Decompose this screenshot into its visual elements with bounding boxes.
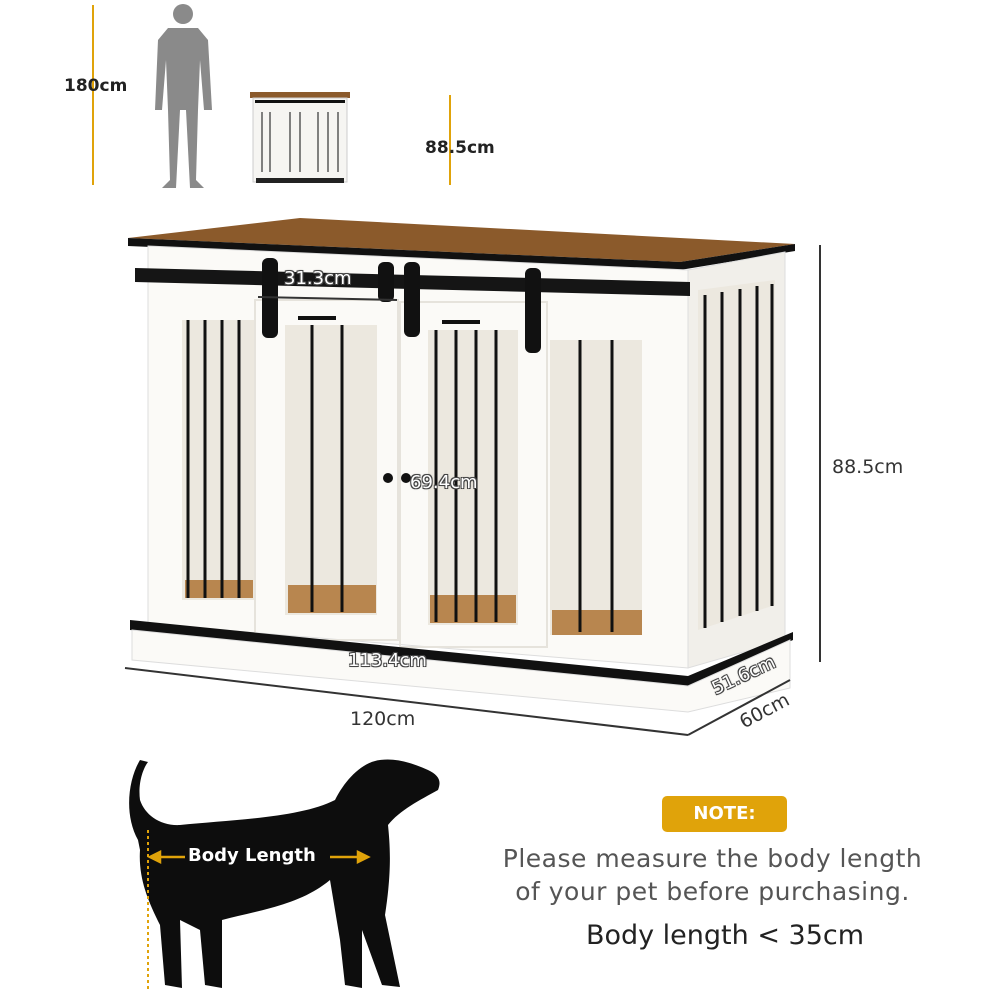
door-width-label: 31.3cm [284,268,352,289]
note-line-2: of your pet before purchasing. [515,877,910,906]
kennel-top-wood [128,218,795,262]
overall-height-label: 88.5cm [832,456,904,478]
dog-silhouette-icon [129,759,440,990]
note-line-1: Please measure the body length [502,844,923,873]
dimension-lines [124,245,821,736]
door-height-label: 69.4cm [410,472,478,493]
body-length-label: Body Length [188,845,316,866]
body-length-limit: Body length < 35cm [585,920,865,951]
inner-width-label: 113.4cm [348,650,427,671]
overall-width-label: 120cm [350,708,416,730]
small-kennel-height-label: 88.5cm [425,138,495,158]
small-kennel-thumbnail [250,92,350,183]
person-silhouette-icon [155,4,212,188]
kennel-illustration [128,218,795,713]
person-height-label: 180cm [64,76,128,96]
note-badge: NOTE: [662,796,787,832]
